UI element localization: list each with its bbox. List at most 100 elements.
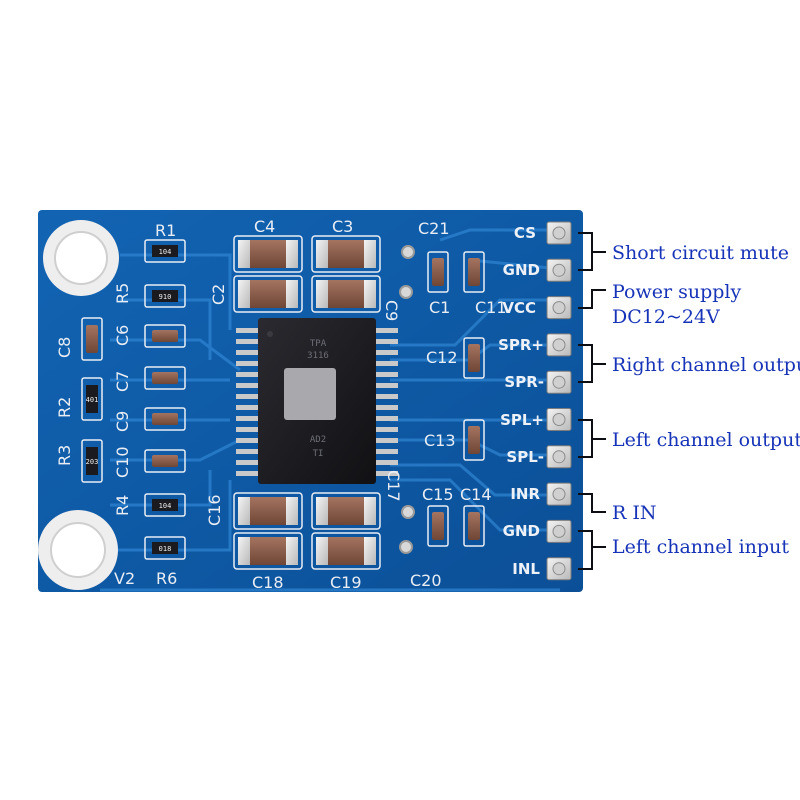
vertical-smd-left: 401 203: [81, 317, 103, 483]
refdes-c3: C3: [332, 217, 353, 236]
header-pin-hole: [552, 338, 566, 352]
ic-pin: [236, 383, 260, 388]
capacitor-array-top: [233, 235, 381, 313]
header-pin-hole: [552, 263, 566, 277]
ic-pin: [374, 339, 398, 344]
pin-label-gnd-1: GND: [503, 261, 540, 279]
chip-marking-2: 3116: [307, 351, 329, 361]
resistor-code-r2: 401: [86, 396, 99, 404]
annotation-power-supply: Power supply: [612, 281, 742, 303]
ic-pin: [236, 339, 260, 344]
silkscreen-labels: R1 R5 C4 C3 C21 C2 C1 C11 C9 C8 C6 C7 R2…: [55, 217, 507, 592]
resistor-code-r3: 203: [86, 458, 99, 466]
pin-label-spr-plus: SPR+: [498, 336, 544, 354]
mounting-hole-bottom: [38, 510, 118, 590]
ic-pin: [236, 394, 260, 399]
annotation-r-in: R IN: [612, 502, 657, 524]
refdes-c4: C4: [254, 217, 275, 236]
header-pin-hole: [552, 375, 566, 389]
annotation-right-channel-output: Right channel output: [612, 354, 800, 376]
ic-pin: [374, 449, 398, 454]
pin-label-spr-minus: SPR-: [504, 373, 544, 391]
refdes-c13: C13: [424, 431, 456, 450]
pin-label-cs: CS: [514, 224, 536, 242]
ic-pin: [236, 460, 260, 465]
ic-pin: [374, 361, 398, 366]
ic-pin: [374, 471, 398, 476]
refdes-r6: R6: [156, 569, 177, 588]
ic-pin: [236, 328, 260, 333]
vertical-smd-right: [427, 251, 485, 547]
resistor-code-r1: 104: [159, 248, 172, 256]
refdes-c15: C15: [422, 485, 454, 504]
annotation-left-channel-input: Left channel input: [612, 536, 789, 558]
refdes-c1: C1: [429, 298, 450, 317]
chip-marking-1: TPA: [310, 339, 327, 349]
refdes-r3: R3: [55, 445, 74, 466]
header-pin-hole: [552, 226, 566, 240]
ic-pin: [374, 438, 398, 443]
refdes-c18: C18: [252, 573, 284, 592]
annotation-left-channel-output: Left channel output: [612, 429, 800, 451]
header-pins: CS GND VCC SPR+ SPR- SPL+ SPL- INR GND I…: [498, 221, 572, 581]
header-pin-hole: [552, 487, 566, 501]
ic-pin: [374, 372, 398, 377]
ic-pin: [374, 405, 398, 410]
capacitor-array-bottom: [233, 492, 381, 570]
refdes-r4: R4: [113, 495, 132, 516]
chip-marking-4: TI: [313, 449, 324, 459]
ic-pin: [374, 383, 398, 388]
refdes-r5: R5: [113, 283, 132, 304]
refdes-c7: C7: [113, 371, 132, 392]
annotation-brackets: [578, 232, 606, 570]
header-pin-hole: [552, 450, 566, 464]
refdes-c14: C14: [460, 485, 492, 504]
ic-pin: [236, 449, 260, 454]
pin-label-inl: INL: [512, 560, 540, 578]
pin-label-spl-minus: SPL-: [506, 448, 544, 466]
refdes-c9: C9: [113, 411, 132, 432]
amplifier-chip: TPA 3116 AD2 TI: [236, 318, 398, 484]
ic-pin: [374, 460, 398, 465]
resistor-code-r4: 104: [159, 502, 172, 510]
ic-pin: [236, 427, 260, 432]
refdes-v2: V2: [114, 569, 135, 588]
header-pin-hole: [552, 413, 566, 426]
refdes-c16: C16: [205, 494, 224, 526]
refdes-c2: C2: [209, 284, 228, 305]
vias: [399, 245, 415, 554]
refdes-c6: C6: [113, 325, 132, 346]
refdes-c12: C12: [426, 348, 458, 367]
refdes-c19: C19: [330, 573, 362, 592]
ic-pin: [236, 372, 260, 377]
header-pin-hole: [552, 562, 566, 576]
ic-pin: [236, 361, 260, 366]
pin-label-inr: INR: [510, 485, 540, 503]
ic-pin: [236, 405, 260, 410]
refdes-c11: C11: [475, 298, 507, 317]
ic-pin: [236, 350, 260, 355]
ic-pin: [236, 416, 260, 421]
refdes-c9-top: C9: [382, 300, 401, 321]
header-pin-hole: [552, 524, 566, 538]
refdes-c10: C10: [113, 446, 132, 478]
header-pin-hole: [552, 301, 566, 315]
refdes-c8: C8: [55, 337, 74, 358]
ic-pin: [374, 350, 398, 355]
small-smd-column: 104 910 104 018: [144, 239, 186, 560]
pin-label-spl-plus: SPL+: [500, 411, 544, 429]
ic-pin: [374, 427, 398, 432]
refdes-r1: R1: [155, 221, 176, 240]
ic-pin: [236, 471, 260, 476]
ic-pin: [374, 394, 398, 399]
pin-label-gnd-2: GND: [503, 522, 540, 540]
refdes-c17: C17: [384, 470, 403, 502]
ic-pin: [236, 438, 260, 443]
refdes-c20: C20: [410, 571, 442, 590]
ic-pin: [374, 416, 398, 421]
pin-label-vcc: VCC: [502, 299, 536, 317]
resistor-code-r6: 018: [159, 545, 172, 553]
annotation-short-circuit-mute: Short circuit mute: [612, 242, 790, 264]
ic-pin: [374, 328, 398, 333]
